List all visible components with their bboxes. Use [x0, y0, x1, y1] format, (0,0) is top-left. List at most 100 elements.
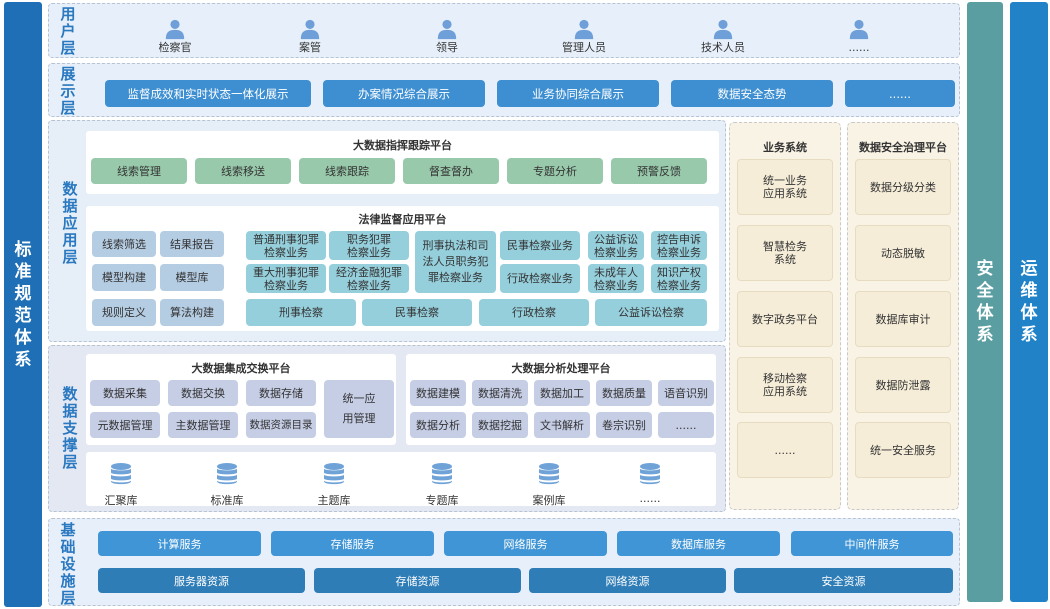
infra-resource-storage[interactable]: 存储资源	[314, 568, 521, 593]
legal-item-result-report[interactable]: 结果报告	[160, 231, 224, 257]
exchange-item-unified-app-management[interactable]: 统一应 用管理	[324, 380, 394, 438]
legal-business-ordinary-criminal[interactable]: 普通刑事犯罪 检察业务	[246, 231, 326, 260]
exchange-item-data-collection[interactable]: 数据采集	[90, 380, 160, 406]
legal-item-model-building[interactable]: 模型构建	[92, 264, 156, 291]
analysis-item-more[interactable]: ......	[658, 412, 714, 438]
command-item-clue-management[interactable]: 线索管理	[91, 158, 187, 184]
user-icon	[849, 19, 869, 40]
legal-business-juvenile[interactable]: 未成年人 检察业务	[588, 264, 644, 293]
display-item-more[interactable]: ......	[845, 80, 955, 107]
command-item-supervision[interactable]: 督查督办	[403, 158, 499, 184]
legal-business-intellectual-property[interactable]: 知识产权 检察业务	[651, 264, 707, 293]
legal-supervision-platform: 法律监督应用平台 线索筛选 结果报告 模型构建 模型库 规则定义 算法构建 普通…	[86, 206, 719, 331]
infrastructure-layer: 基础设施层 计算服务 存储服务 网络服务 数据库服务 中间件服务 服务器资源 存…	[48, 518, 960, 607]
database-more[interactable]: ......	[615, 462, 685, 505]
legal-business-economic-financial[interactable]: 经济金融犯罪 检察业务	[329, 264, 409, 293]
legal-item-model-library[interactable]: 模型库	[160, 264, 224, 291]
display-item-case-overview[interactable]: 办案情况综合展示	[323, 80, 485, 107]
analysis-item-data-processing[interactable]: 数据加工	[534, 380, 590, 406]
business-system-more[interactable]: ......	[737, 422, 833, 478]
display-item-collaboration-overview[interactable]: 业务协同综合展示	[497, 80, 659, 107]
command-item-clue-tracking[interactable]: 线索跟踪	[299, 158, 395, 184]
legal-business-complaint-appeal[interactable]: 控告申诉 检察业务	[651, 231, 707, 260]
infrastructure-layer-title: 基础设施层	[60, 521, 76, 607]
analysis-item-data-cleaning[interactable]: 数据清洗	[472, 380, 528, 406]
legal-business-major-criminal[interactable]: 重大刑事犯罪 检察业务	[246, 264, 326, 293]
user-icon	[574, 19, 594, 40]
command-item-clue-transfer[interactable]: 线索移送	[195, 158, 291, 184]
data-security-platform-column: 数据安全治理平台 数据分级分类 动态脱敏 数据库审计 数据防泄露 统一安全服务	[847, 122, 959, 510]
analysis-item-document-parsing[interactable]: 文书解析	[534, 412, 590, 438]
business-system-smart-procuratorate[interactable]: 智慧检务 系统	[737, 225, 833, 281]
business-system-unified-application[interactable]: 统一业务 应用系统	[737, 159, 833, 215]
security-item-data-classification[interactable]: 数据分级分类	[855, 159, 951, 215]
command-item-topic-analysis[interactable]: 专题分析	[507, 158, 603, 184]
legal-business-duty-crime[interactable]: 职务犯罪 检察业务	[329, 231, 409, 260]
display-item-data-security-posture[interactable]: 数据安全态势	[671, 80, 833, 107]
infra-resource-network[interactable]: 网络资源	[529, 568, 726, 593]
legal-item-algorithm-building[interactable]: 算法构建	[160, 299, 224, 326]
business-system-mobile-procuratorate[interactable]: 移动检察 应用系统	[737, 357, 833, 413]
legal-category-criminal[interactable]: 刑事检察	[246, 299, 356, 326]
legal-business-public-interest[interactable]: 公益诉讼 检察业务	[588, 231, 644, 260]
business-systems-column: 业务系统 统一业务 应用系统 智慧检务 系统 数字政务平台 移动检察 应用系统 …	[729, 122, 841, 510]
exchange-item-master-data-management[interactable]: 主数据管理	[168, 412, 238, 438]
analysis-item-data-modeling[interactable]: 数据建模	[410, 380, 466, 406]
exchange-item-data-exchange[interactable]: 数据交换	[168, 380, 238, 406]
business-system-digital-government[interactable]: 数字政务平台	[737, 291, 833, 347]
database-standard[interactable]: 标准库	[192, 462, 262, 508]
database-panel: 汇聚库 标准库 主题库 专题库 案例库 ......	[86, 452, 716, 508]
legal-category-civil[interactable]: 民事检察	[362, 299, 472, 326]
data-support-layer: 数据支撑层 大数据集成交换平台 数据采集 数据交换 数据存储 元数据管理 主数据…	[48, 345, 726, 512]
data-analysis-platform: 大数据分析处理平台 数据建模 数据清洗 数据加工 数据质量 语音识别 数据分析 …	[406, 354, 716, 445]
legal-item-clue-screening[interactable]: 线索筛选	[92, 231, 156, 257]
database-icon	[640, 463, 660, 485]
security-item-dynamic-masking[interactable]: 动态脱敏	[855, 225, 951, 281]
exchange-item-data-storage[interactable]: 数据存储	[246, 380, 316, 406]
standards-system-bar: 标准规范体系	[4, 2, 42, 607]
database-label: 主题库	[317, 494, 351, 507]
infra-resource-server[interactable]: 服务器资源	[98, 568, 305, 593]
database-case[interactable]: 案例库	[514, 462, 584, 508]
infra-service-storage[interactable]: 存储服务	[271, 531, 434, 556]
legal-business-judicial-personnel[interactable]: 刑事执法和司 法人员职务犯 罪检察业务	[415, 231, 496, 293]
database-topic[interactable]: 专题库	[407, 462, 477, 508]
data-analysis-platform-title: 大数据分析处理平台	[511, 362, 611, 375]
analysis-item-data-mining[interactable]: 数据挖掘	[472, 412, 528, 438]
database-label: 汇聚库	[104, 494, 138, 507]
user-item-case-management: 案管	[260, 18, 360, 55]
business-systems-title: 业务系统	[763, 141, 807, 154]
legal-category-public-interest[interactable]: 公益诉讼检察	[595, 299, 707, 326]
user-item-more: ......	[809, 18, 909, 55]
display-item-supervision-dashboard[interactable]: 监督成效和实时状态一体化展示	[105, 80, 311, 107]
infra-service-compute[interactable]: 计算服务	[98, 531, 261, 556]
analysis-item-file-recognition[interactable]: 卷宗识别	[596, 412, 652, 438]
data-support-layer-title: 数据支撑层	[62, 385, 78, 471]
legal-item-rule-definition[interactable]: 规则定义	[92, 299, 156, 326]
command-tracking-platform-title: 大数据指挥跟踪平台	[353, 139, 452, 152]
user-layer-title: 用户层	[60, 5, 76, 57]
analysis-item-data-quality[interactable]: 数据质量	[596, 380, 652, 406]
infra-resource-security[interactable]: 安全资源	[734, 568, 953, 593]
user-item-prosecutor: 检察官	[125, 18, 225, 55]
analysis-item-speech-recognition[interactable]: 语音识别	[658, 380, 714, 406]
infra-service-network[interactable]: 网络服务	[444, 531, 607, 556]
legal-business-civil[interactable]: 民事检察业务	[500, 231, 580, 260]
data-exchange-platform-title: 大数据集成交换平台	[191, 362, 291, 375]
user-label: 管理人员	[562, 41, 606, 54]
exchange-item-metadata-management[interactable]: 元数据管理	[90, 412, 160, 438]
security-item-data-leak-prevention[interactable]: 数据防泄露	[855, 357, 951, 413]
ops-system-label: 运维体系	[1020, 259, 1038, 345]
database-theme[interactable]: 主题库	[299, 462, 369, 508]
exchange-item-resource-catalog[interactable]: 数据资源目录	[246, 412, 316, 438]
legal-business-administrative[interactable]: 行政检察业务	[500, 264, 580, 293]
infra-service-database[interactable]: 数据库服务	[617, 531, 780, 556]
database-aggregation[interactable]: 汇聚库	[86, 462, 156, 508]
database-icon	[324, 463, 344, 485]
security-item-database-audit[interactable]: 数据库审计	[855, 291, 951, 347]
command-item-warning-feedback[interactable]: 预警反馈	[611, 158, 707, 184]
infra-service-middleware[interactable]: 中间件服务	[791, 531, 953, 556]
security-item-unified-security-service[interactable]: 统一安全服务	[855, 422, 951, 478]
legal-category-administrative[interactable]: 行政检察	[479, 299, 589, 326]
analysis-item-data-analysis[interactable]: 数据分析	[410, 412, 466, 438]
